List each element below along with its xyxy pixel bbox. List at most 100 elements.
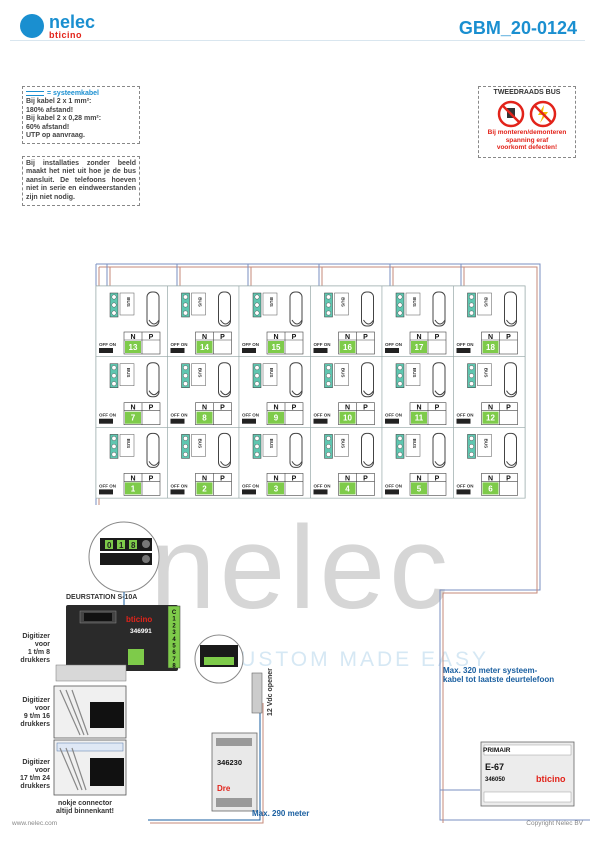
- bus-box: [334, 434, 349, 457]
- switch-label: OFF ON: [457, 342, 474, 347]
- switch-icon: [456, 348, 471, 353]
- address-number: 1: [131, 484, 136, 493]
- bus-label: BUS: [198, 439, 203, 449]
- handset-icon: [432, 291, 446, 327]
- opener-label: 12 Vdc opener: [267, 668, 274, 716]
- cable-line: UTP op aanvraag.: [26, 131, 86, 139]
- primary-code: 346050: [485, 777, 506, 783]
- n-label: N: [130, 475, 135, 482]
- switch-icon: [242, 348, 256, 353]
- bus-label: BUS: [126, 297, 131, 307]
- n-label: N: [345, 475, 350, 482]
- door-terminal-label: 3: [172, 630, 176, 636]
- switch-icon: [99, 418, 113, 424]
- switch-label: OFF ON: [314, 483, 331, 488]
- warning-note-1: Bij monteren/demonteren: [487, 129, 567, 137]
- address-box: [411, 482, 427, 495]
- n-label: N: [273, 475, 278, 482]
- warning-icons: [497, 101, 557, 128]
- legend-row: = systeemkabel: [26, 90, 136, 98]
- handset-icon: [146, 291, 160, 327]
- bus-label: BUS: [269, 439, 274, 449]
- switch-icon: [385, 418, 399, 424]
- switch-label: OFF ON: [242, 483, 259, 488]
- address-box: [411, 341, 427, 353]
- bus-box: [477, 434, 492, 457]
- bus-box: [262, 363, 278, 386]
- address-number: 9: [274, 414, 279, 423]
- brand-sub: bticino: [49, 30, 82, 40]
- cable-note-box: = systeemkabel Bij kabel 2 x 1 mm²: 180%…: [22, 86, 140, 145]
- p-label: P: [363, 334, 368, 341]
- bus-box: [262, 292, 278, 316]
- bus-box: [119, 434, 135, 457]
- switch-label: OFF ON: [457, 413, 474, 418]
- switch-label: OFF ON: [171, 413, 188, 418]
- primary-label: PRIMAIR: [483, 747, 511, 754]
- max-290-note: Max. 290 meter: [252, 809, 310, 818]
- cable-line: Bij kabel 2 x 0,28 mm²:: [26, 115, 102, 123]
- no-voltage-icon: [529, 101, 557, 128]
- n-label: N: [416, 405, 421, 412]
- watermark-main: nelec: [150, 502, 453, 634]
- document-code: GBM_20-0124: [458, 18, 577, 38]
- p-label: P: [149, 334, 154, 341]
- bus-label: BUS: [412, 368, 417, 378]
- address-number: 7: [131, 414, 136, 423]
- n-label: N: [416, 334, 421, 341]
- bus-label: BUS: [484, 297, 489, 307]
- n-label: N: [345, 334, 350, 341]
- bus-label: BUS: [412, 439, 417, 449]
- switch-label: OFF ON: [99, 413, 116, 418]
- switch-icon: [99, 489, 113, 495]
- n-label: N: [488, 334, 493, 341]
- address-box: [125, 411, 141, 424]
- address-box: [125, 482, 141, 495]
- address-box: [411, 411, 427, 424]
- digitizer-label-3: Digitizer voor 17 t/m 24 drukkers: [20, 759, 50, 791]
- bus-box: [334, 363, 349, 386]
- p-label: P: [220, 334, 225, 341]
- p-label: P: [435, 475, 440, 482]
- address-number: 2: [202, 484, 207, 493]
- handset-icon: [504, 291, 517, 327]
- handset-icon: [504, 432, 517, 468]
- primary-brand: bticino: [536, 774, 566, 784]
- n-label: N: [130, 405, 135, 412]
- warning-box: TWEEDRAADS BUS Bij monteren/demonteren s…: [478, 86, 576, 158]
- handset-icon: [218, 432, 231, 468]
- switch-label: OFF ON: [242, 342, 259, 347]
- bus-box: [477, 363, 492, 386]
- bus-box: [119, 292, 135, 316]
- switch-label: OFF ON: [99, 483, 116, 488]
- bus-label: BUS: [198, 297, 203, 307]
- address-number: 13: [129, 343, 138, 352]
- address-number: 11: [415, 414, 424, 423]
- door-station-title: DEURSTATION S-10A: [66, 594, 138, 601]
- bus-box: [405, 363, 421, 386]
- switch-label: OFF ON: [99, 342, 116, 347]
- address-number: 10: [343, 414, 352, 423]
- digitizer-units: [53, 685, 127, 796]
- address-box: [339, 411, 356, 424]
- door-terminal-label: 6: [172, 650, 176, 656]
- brand-name: nelec: [49, 12, 96, 32]
- n-label: N: [273, 405, 278, 412]
- address-box: [268, 341, 284, 353]
- address-number: 16: [343, 343, 352, 352]
- install-note: Bij installaties zonder beeld maakt het …: [26, 160, 136, 201]
- cable-line: 180% afstand!: [26, 106, 74, 114]
- door-station-brand: bticino: [126, 615, 152, 624]
- door-terminal-label: 5: [172, 644, 176, 650]
- power-zoom-detail: [194, 634, 244, 684]
- address-box: [339, 341, 356, 353]
- address-box: [196, 411, 213, 424]
